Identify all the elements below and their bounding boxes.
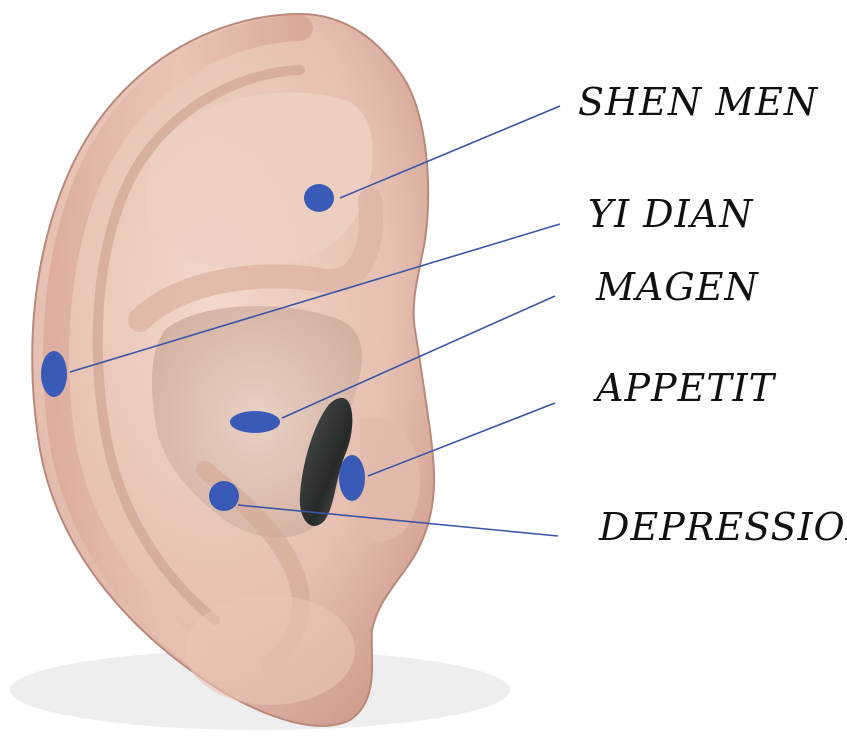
label-magen: MAGEN <box>596 268 759 306</box>
earlobe <box>185 595 355 705</box>
point-yi-dian <box>41 351 67 397</box>
label-yi-dian: YI DIAN <box>588 195 753 233</box>
point-appetit <box>339 455 365 501</box>
point-shen-men <box>304 184 334 212</box>
label-appetit: APPETIT <box>596 369 775 407</box>
point-depression <box>209 481 239 511</box>
label-shen-men: SHEN MEN <box>578 83 818 121</box>
point-magen <box>230 411 280 433</box>
label-depression: DEPRESSION <box>599 508 847 546</box>
